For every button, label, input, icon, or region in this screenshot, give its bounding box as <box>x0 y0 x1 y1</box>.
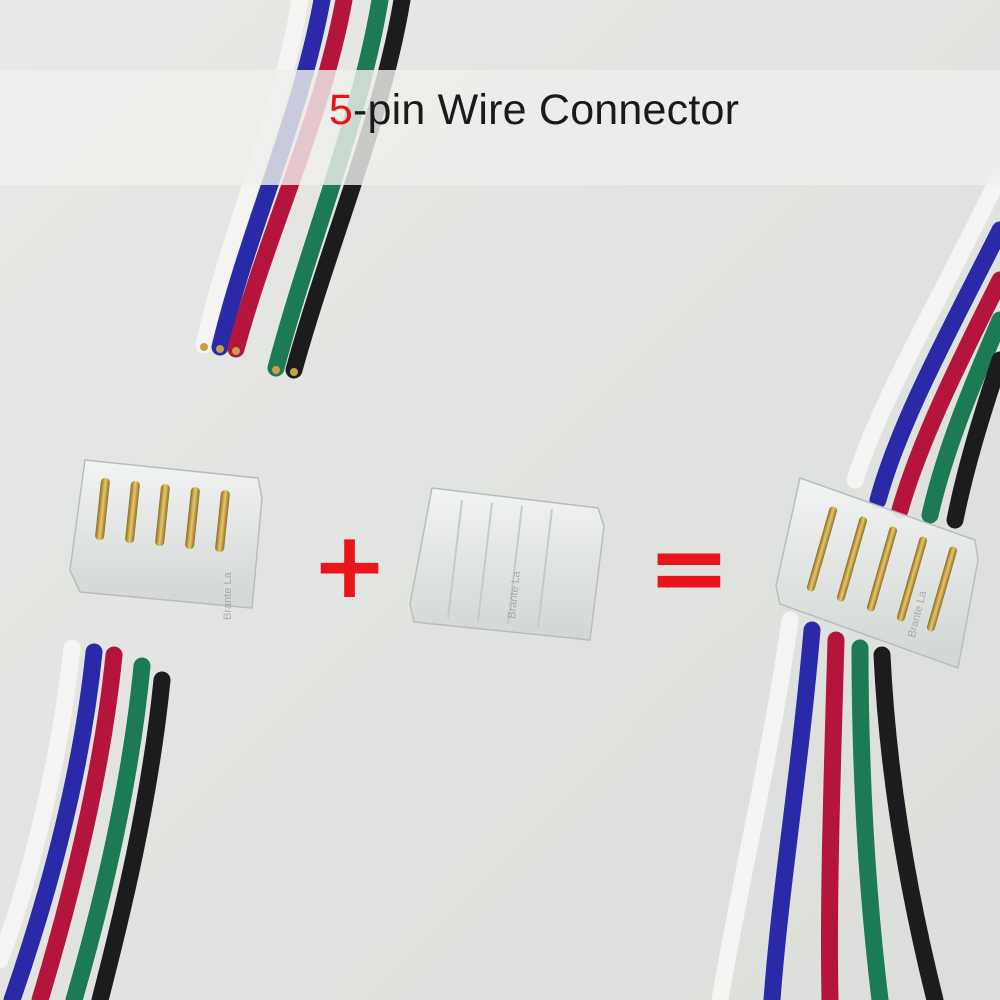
title-rest: -pin Wire Connector <box>352 86 740 134</box>
assembled-gold-pins <box>806 506 958 632</box>
page-title: 5-pin Wire Connector <box>0 86 1000 135</box>
gold-pins <box>95 478 230 552</box>
title-number: 5 <box>328 86 353 134</box>
connector-cover <box>409 487 605 641</box>
assembled-connector <box>775 477 979 670</box>
watermark-base: Brante La <box>222 572 234 620</box>
bottom-wire-bundle <box>0 639 171 1000</box>
joined-wires-top <box>846 166 1000 529</box>
title-banner <box>0 70 1000 185</box>
connector-base <box>69 459 263 609</box>
joined-wires-bottom <box>711 611 944 1000</box>
top-wire-tips <box>200 343 298 376</box>
equals-sign: = <box>647 509 731 626</box>
plus-sign: + <box>311 512 389 619</box>
